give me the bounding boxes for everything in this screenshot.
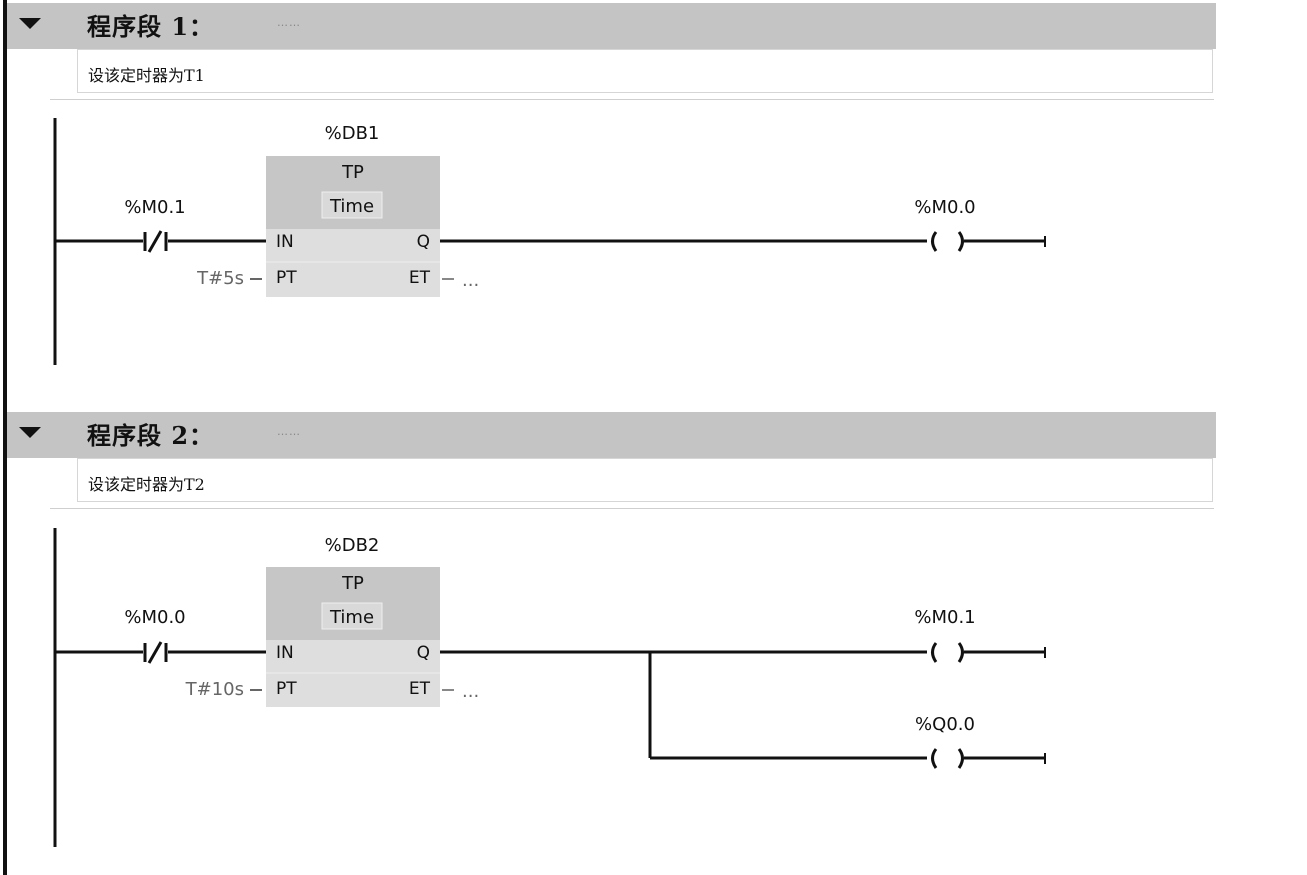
network-2-title: 程序段 2： <box>87 421 215 450</box>
network-2-title-placeholder[interactable]: …… <box>277 425 301 438</box>
et-parameter-value[interactable]: ... <box>462 270 479 291</box>
tp-timer-block[interactable] <box>266 156 440 297</box>
block-instance-db[interactable]: %DB1 <box>325 123 380 144</box>
pt-parameter-value[interactable]: T#5s <box>196 268 244 289</box>
et-parameter-value[interactable]: ... <box>462 681 479 702</box>
pin-pt-label: PT <box>276 679 297 699</box>
normally-closed-contact[interactable] <box>143 230 168 253</box>
network-1-ladder: %M0.1 %DB1 TP Time IN Q PT ET T#5s ... %… <box>53 118 1046 365</box>
coil-address[interactable]: %Q0.0 <box>915 714 975 735</box>
editor-left-rail <box>3 0 7 875</box>
output-coil[interactable] <box>931 642 964 663</box>
pin-in-label: IN <box>276 643 294 663</box>
network-2-separator <box>50 508 1214 509</box>
pin-et-label: ET <box>409 268 431 288</box>
coil-address[interactable]: %M0.0 <box>914 197 975 218</box>
block-type: TP <box>341 162 364 183</box>
network-2-ladder: %M0.0 %DB2 TP Time IN Q PT ET T#10s ... … <box>53 528 1046 847</box>
block-data-type[interactable]: Time <box>329 607 374 628</box>
network-1-header[interactable]: 程序段 1： …… <box>7 3 1216 49</box>
pin-et-label: ET <box>409 679 431 699</box>
pin-pt-label: PT <box>276 268 297 288</box>
pin-in-label: IN <box>276 232 294 252</box>
contact-address[interactable]: %M0.1 <box>124 197 185 218</box>
network-1-comment[interactable]: 设该定时器为T1 <box>77 49 1213 93</box>
output-coil[interactable] <box>931 748 964 769</box>
collapse-triangle-icon[interactable] <box>19 427 41 438</box>
network-2-header[interactable]: 程序段 2： …… <box>7 412 1216 458</box>
network-1-separator <box>50 99 1214 100</box>
block-instance-db[interactable]: %DB2 <box>325 535 380 556</box>
normally-closed-contact[interactable] <box>143 641 168 664</box>
network-1-comment-text: 设该定时器为T1 <box>88 66 205 85</box>
network-2-comment[interactable]: 设该定时器为T2 <box>77 458 1213 502</box>
block-type: TP <box>341 573 364 594</box>
pin-q-label: Q <box>417 232 430 252</box>
collapse-triangle-icon[interactable] <box>19 18 41 29</box>
output-coil[interactable] <box>931 231 964 252</box>
network-1-title-placeholder[interactable]: …… <box>277 16 301 29</box>
network-2-comment-text: 设该定时器为T2 <box>88 475 205 494</box>
pin-q-label: Q <box>417 643 430 663</box>
network-1-title: 程序段 1： <box>87 12 215 41</box>
block-data-type[interactable]: Time <box>329 196 374 217</box>
coil-address[interactable]: %M0.1 <box>914 607 975 628</box>
contact-address[interactable]: %M0.0 <box>124 607 185 628</box>
tp-timer-block[interactable] <box>266 567 440 707</box>
pt-parameter-value[interactable]: T#10s <box>185 679 244 700</box>
